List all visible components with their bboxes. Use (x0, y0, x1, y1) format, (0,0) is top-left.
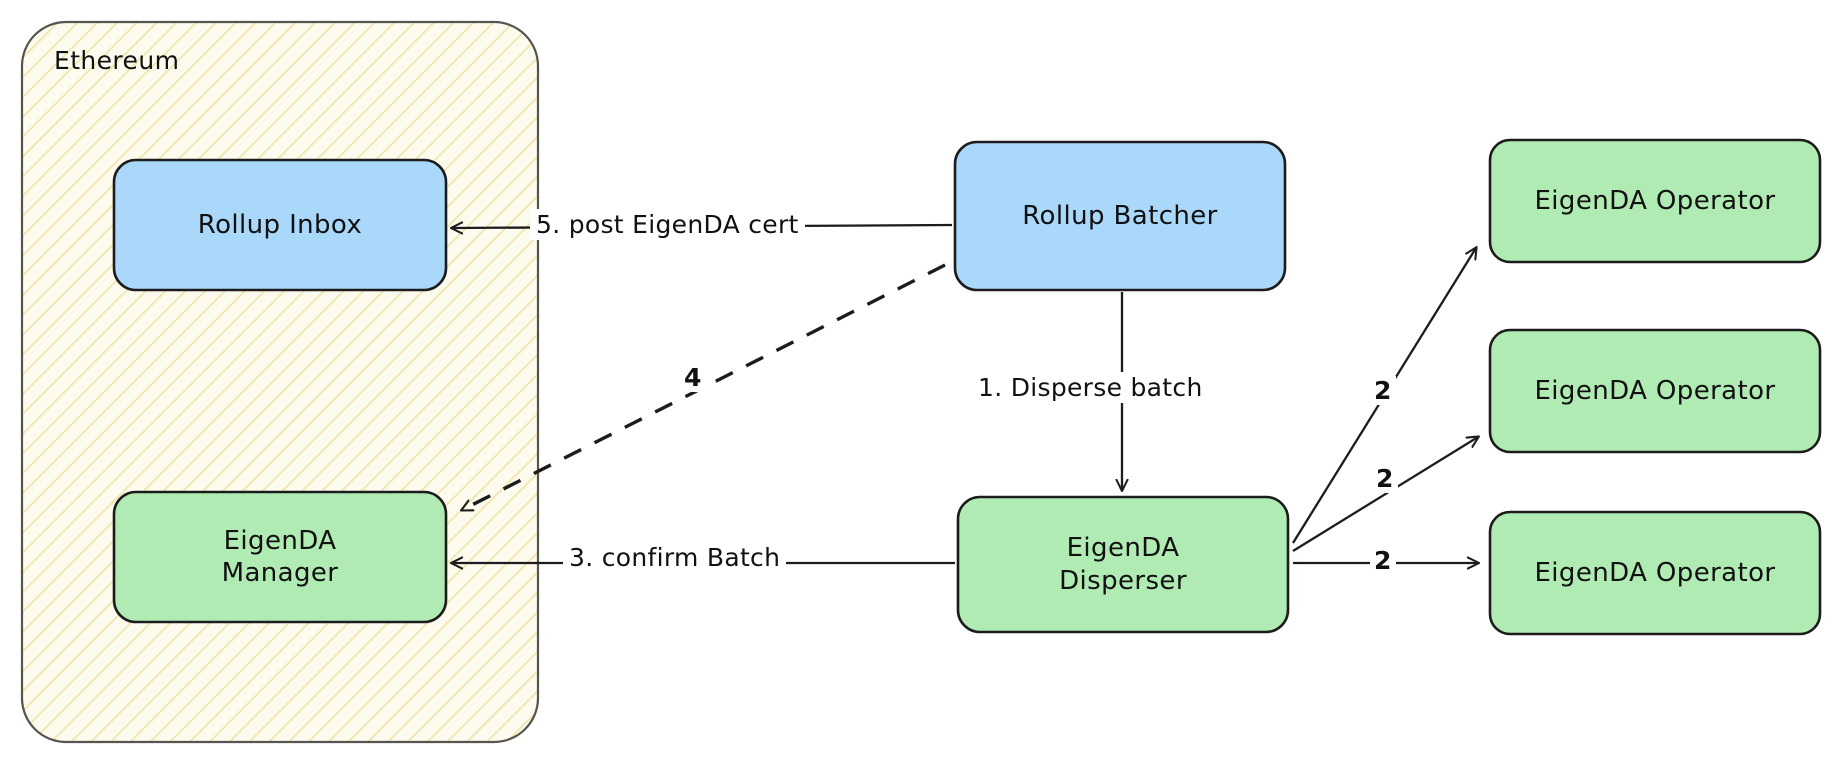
edge-label-disperse-batch: 1. Disperse batch (972, 372, 1209, 403)
ethereum-group-box (20, 20, 540, 744)
eigenda-disperser-box[interactable] (956, 495, 1290, 634)
edge-label-operator-1: 2 (1370, 376, 1396, 405)
edge-label-post-eigenda-cert: 5. post EigenDA cert (530, 209, 805, 240)
edge-step-four (462, 263, 946, 510)
ethereum-group (20, 20, 540, 744)
eigenda-operator-3-box[interactable] (1488, 510, 1822, 636)
ethereum-group-label: Ethereum (54, 46, 180, 75)
edge-label-confirm-batch: 3. confirm Batch (563, 542, 787, 573)
edge-label-operator-2: 2 (1372, 464, 1398, 493)
eigenda-operator-1-box[interactable] (1488, 138, 1822, 264)
rollup-batcher-box[interactable] (953, 140, 1287, 292)
eigenda-operator-2-box[interactable] (1488, 328, 1822, 454)
edge-label-step-four: 4 (680, 363, 706, 392)
edge-disperser-operator-2 (1292, 437, 1478, 552)
eigenda-manager-box[interactable] (112, 490, 448, 624)
edge-label-operator-3: 2 (1370, 546, 1396, 575)
rollup-inbox-box[interactable] (112, 158, 448, 292)
